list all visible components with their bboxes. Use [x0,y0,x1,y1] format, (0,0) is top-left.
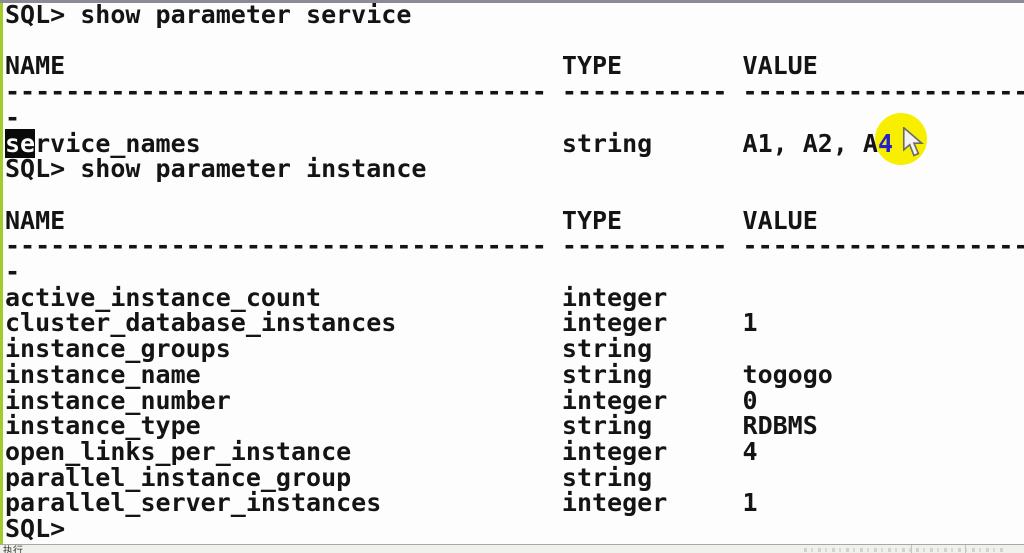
prompt-show-parameter-service: SQL> show parameter service [5,2,412,29]
status-bar-text-sliver [804,548,1004,552]
prompt-show-parameter-instance: SQL> show parameter instance [5,154,427,184]
separator-dashes: ------------------------------------ ---… [5,77,1024,107]
row-service-names: service_names string A1, A2, A4 [5,128,1024,158]
blank-line [5,28,1024,54]
status-bar: 执行 [0,544,1024,553]
row-open-links-per-instance: open_links_per_instance integer 4 [5,436,758,466]
row-instance-name: instance_name string togogo [5,359,833,389]
wrapped-dash: - [5,257,21,286]
row-service-names-text: rvice_names string A1, A2, A [35,128,878,158]
blank-line [5,182,1024,208]
separator-dashes: ------------------------------------ ---… [5,231,1024,261]
row-active-instance-count: active_instance_count integer [5,282,668,312]
status-bar-left-text: 执行 [3,546,23,553]
row-instance-number: instance_number integer 0 [5,385,758,415]
column-headers: NAME TYPE VALUE [5,51,818,81]
status-bar-divider [965,545,966,553]
row-instance-type: instance_type string RDBMS [5,411,818,441]
highlighted-value-4: 4 [877,128,894,158]
row-cluster-database-instances: cluster_database_instances integer 1 [5,308,758,338]
row-parallel-server-instances: parallel_server_instances integer 1 [5,488,758,518]
left-border [0,3,3,544]
row-parallel-instance-group: parallel_instance_group string [5,462,653,492]
top-border [0,0,1024,3]
status-bar-divider [911,545,912,553]
column-headers: NAME TYPE VALUE [5,205,818,235]
wrapped-dash: - [5,102,21,132]
row-instance-groups: instance_groups string [5,334,653,364]
highlight-circle [875,113,927,165]
terminal-output[interactable]: SQL> show parameter service NAME TYPE VA… [5,2,1024,544]
selected-text: se [5,128,36,158]
prompt-idle: SQL> [5,514,66,544]
mouse-cursor-icon [902,127,924,157]
